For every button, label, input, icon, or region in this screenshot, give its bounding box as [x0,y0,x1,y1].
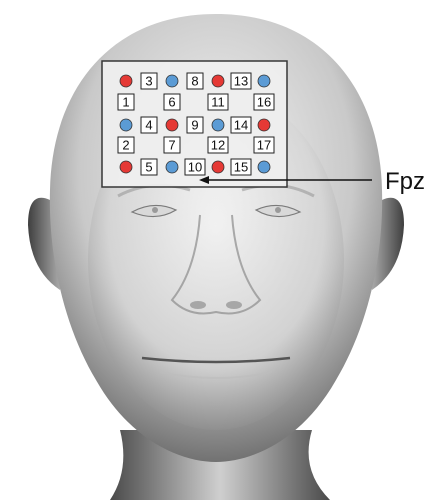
channel-number: 1 [122,95,129,110]
channel-number: 13 [234,74,248,89]
channel-number: 4 [145,118,152,133]
detector-optode-10 [166,161,178,173]
channel-number: 7 [168,138,175,153]
emitter-optode-11 [212,161,224,173]
channel-16: 16 [254,94,274,110]
channel-2: 2 [118,137,134,153]
channel-number: 17 [257,138,271,153]
fpz-label: Fpz [385,168,425,195]
channel-3: 3 [141,73,157,89]
channel-12: 12 [208,137,228,153]
channel-1: 1 [118,94,134,110]
detector-optode-4 [258,75,270,87]
emitter-optode-6 [166,119,178,131]
detector-optode-7 [212,119,224,131]
emitter-optode-9 [120,161,132,173]
channel-17: 17 [254,137,274,153]
emitter-optode-3 [212,75,224,87]
emitter-optode-1 [120,75,132,87]
channel-number: 11 [211,95,225,110]
detector-optode-12 [258,161,270,173]
channel-number: 9 [191,118,198,133]
channel-6: 6 [164,94,180,110]
channel-number: 5 [145,160,152,175]
channel-10: 10 [185,159,205,175]
channel-number: 2 [122,138,129,153]
channel-15: 15 [231,159,251,175]
channel-number: 12 [211,138,225,153]
channel-9: 9 [187,117,203,133]
channel-13: 13 [231,73,251,89]
channel-14: 14 [231,117,251,133]
detector-optode-2 [166,75,178,87]
channel-number: 8 [191,74,198,89]
channel-8: 8 [187,73,203,89]
detector-optode-5 [120,119,132,131]
channel-number: 10 [188,160,202,175]
emitter-optode-8 [258,119,270,131]
channel-number: 3 [145,74,152,89]
channel-number: 6 [168,95,175,110]
channel-number: 14 [234,118,248,133]
channel-number: 15 [234,160,248,175]
channel-5: 5 [141,159,157,175]
channel-11: 11 [208,94,228,110]
channel-number: 16 [257,95,271,110]
channel-4: 4 [141,117,157,133]
channel-7: 7 [164,137,180,153]
